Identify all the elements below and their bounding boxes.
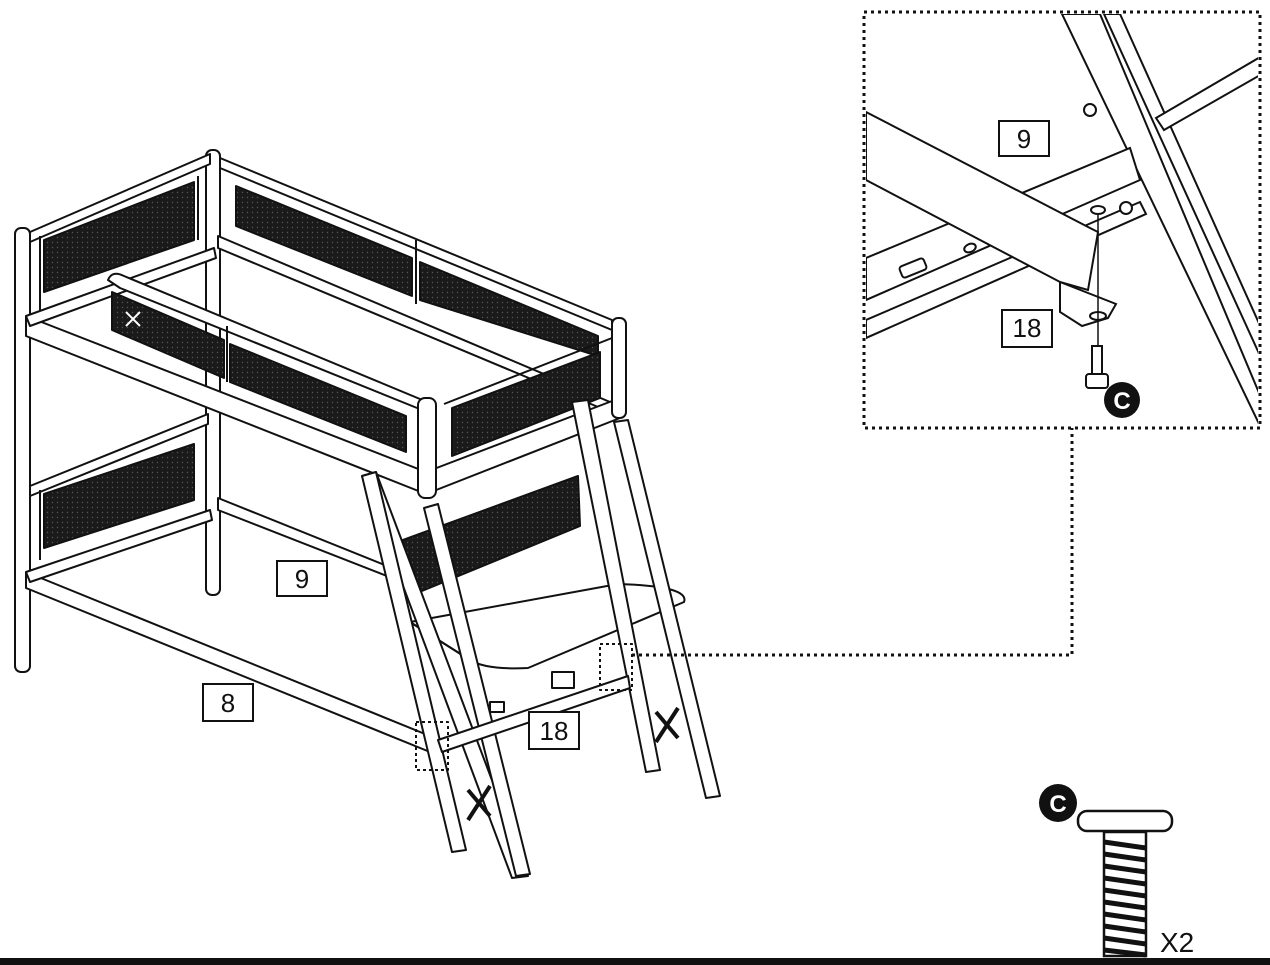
svg-text:C: C	[1113, 388, 1130, 415]
ladder-left-rail-b	[423, 503, 531, 877]
callout-18-detail: 18	[1001, 309, 1053, 348]
ladder-right-inner	[571, 399, 661, 773]
callout-18-main: 18	[528, 711, 580, 750]
lower-frame-head-rail	[25, 509, 213, 583]
back-right-post	[611, 317, 627, 419]
x-emblem-left	[466, 784, 492, 822]
back-panel-left	[235, 185, 413, 297]
svg-text:9: 9	[1017, 124, 1031, 154]
guard-rail-mesh-right	[229, 343, 407, 453]
hardware-quantity: X2	[1160, 927, 1194, 958]
detail-leader-line	[632, 428, 1074, 657]
ladder-right-rail	[613, 419, 721, 799]
lower-head-rail	[29, 413, 209, 497]
head-top-rail	[29, 153, 211, 243]
left-front-post	[14, 227, 31, 673]
callout-8-main: 8	[202, 683, 254, 722]
connection-box-left	[415, 721, 449, 771]
detail-inset: 9 18 C	[862, 10, 1262, 430]
connection-box-right	[599, 643, 633, 691]
foot-panel-upper	[451, 351, 601, 457]
svg-text:9: 9	[295, 564, 309, 594]
svg-text:18: 18	[540, 716, 569, 746]
svg-text:18: 18	[1013, 313, 1042, 343]
svg-text:8: 8	[221, 688, 235, 718]
svg-text:C: C	[1049, 791, 1066, 818]
lower-front-rail	[25, 571, 431, 753]
head-panel-upper	[43, 181, 195, 293]
bunk-bed-drawing	[14, 149, 1074, 879]
front-right-post	[417, 397, 437, 499]
lower-head-panel	[43, 443, 195, 549]
hardware-badge-detail: C	[1104, 382, 1140, 418]
hardware-legend: C X2	[1039, 784, 1194, 958]
hardware-badge: C	[1039, 784, 1077, 822]
ladder-front-rail	[361, 471, 467, 853]
callout-9-main: 9	[276, 560, 328, 597]
bottom-border	[0, 958, 1270, 965]
guard-rail-mesh-left	[111, 291, 225, 379]
callout-9-detail: 9	[998, 120, 1050, 157]
bolt-icon	[1076, 809, 1174, 958]
x-emblem-right	[654, 706, 680, 744]
